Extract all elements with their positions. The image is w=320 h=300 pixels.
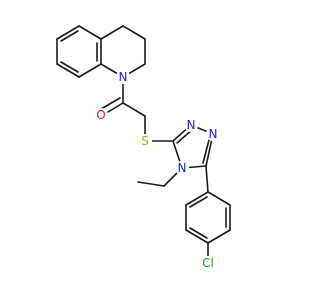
atom-label-cl: Cl [202,256,214,270]
atom-o-carbonyl: O [94,108,108,122]
bond [100,97,121,110]
atom-labels: N O S N N N Cl [94,70,220,270]
bond [185,229,209,244]
atom-label-n-quinoline: N [119,70,128,84]
bond [207,191,231,206]
bond [189,196,208,208]
atom-label-n-triazole-4: N [178,161,187,175]
bond [207,229,231,244]
bond [202,139,210,164]
atom-s-thioether: S [138,134,152,148]
bond [56,25,80,40]
bond [60,61,79,73]
atom-label-s-thioether: S [141,134,149,148]
molecule-diagram: N O S N N N Cl [56,25,231,270]
atom-n-triazole-2: N [206,127,220,141]
bond [100,25,124,40]
atom-n-triazole-4: N [175,161,189,175]
bond [189,227,208,239]
bond [78,25,102,40]
atom-label-n-triazole-1: N [187,118,196,132]
bond [185,191,209,206]
atom-n-quinoline: N [116,70,130,84]
atom-cl: Cl [199,256,217,270]
atom-label-o-carbonyl: O [96,108,105,122]
bond [60,30,79,42]
atom-n-triazole-1: N [184,118,198,132]
atom-label-n-triazole-2: N [209,127,218,141]
bond [78,63,102,78]
bond [122,102,146,117]
bond [122,25,146,40]
bond [137,181,165,187]
bond [56,63,80,78]
bond [205,165,209,193]
